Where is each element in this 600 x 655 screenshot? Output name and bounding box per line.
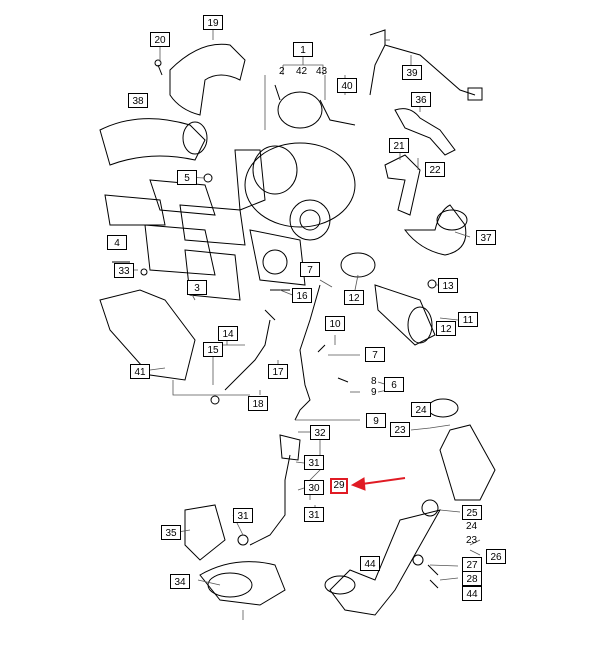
callout-25: 25 bbox=[462, 505, 482, 520]
callout-4: 4 bbox=[107, 235, 127, 250]
callout-42: 42 bbox=[296, 66, 308, 77]
heat-shield-part bbox=[169, 43, 246, 116]
callout-44a: 44 bbox=[360, 556, 380, 571]
callout-11: 11 bbox=[458, 312, 478, 327]
callout-29-highlighted: 29 bbox=[330, 478, 348, 494]
callout-22: 22 bbox=[425, 162, 445, 177]
callout-26: 26 bbox=[486, 549, 506, 564]
callout-19: 19 bbox=[203, 15, 223, 30]
gasket-ring-part bbox=[340, 252, 376, 278]
callout-30: 30 bbox=[304, 480, 324, 495]
turbo-flange-part bbox=[249, 229, 306, 286]
callout-39: 39 bbox=[402, 65, 422, 80]
bracket-part bbox=[384, 154, 421, 216]
callout-6: 6 bbox=[384, 377, 404, 392]
callout-33: 33 bbox=[114, 263, 134, 278]
callout-14: 14 bbox=[218, 326, 238, 341]
elbow-pipe-part bbox=[403, 204, 467, 256]
callout-23b: 23 bbox=[466, 535, 478, 546]
mount-bracket-part bbox=[99, 289, 196, 381]
callout-37: 37 bbox=[476, 230, 496, 245]
callout-31c: 31 bbox=[233, 508, 253, 523]
callout-1: 1 bbox=[293, 42, 313, 57]
callout-12a: 12 bbox=[344, 290, 364, 305]
callout-32: 32 bbox=[310, 425, 330, 440]
callout-44b: 44 bbox=[462, 586, 482, 601]
callout-5: 5 bbox=[177, 170, 197, 185]
callout-9b: 9 bbox=[366, 413, 386, 428]
callout-17: 17 bbox=[268, 364, 288, 379]
charge-hose-part bbox=[439, 424, 496, 501]
intake-pipe-part bbox=[99, 118, 206, 166]
callout-12b: 12 bbox=[436, 321, 456, 336]
callout-28: 28 bbox=[462, 571, 482, 586]
thermostat-housing-part bbox=[184, 504, 226, 561]
callout-35: 35 bbox=[161, 525, 181, 540]
pump-part bbox=[199, 561, 286, 606]
turbocharger-part bbox=[244, 142, 356, 228]
callout-13: 13 bbox=[438, 278, 458, 293]
callout-16: 16 bbox=[292, 288, 312, 303]
callout-43: 43 bbox=[316, 66, 328, 77]
callout-10: 10 bbox=[325, 316, 345, 331]
callout-40: 40 bbox=[337, 78, 357, 93]
manifold-gasket-part bbox=[149, 179, 216, 216]
callout-8: 8 bbox=[371, 376, 377, 387]
callout-23a: 23 bbox=[390, 422, 410, 437]
callout-31b: 31 bbox=[304, 507, 324, 522]
coolant-hose-part bbox=[249, 454, 291, 546]
callout-31a: 31 bbox=[304, 455, 324, 470]
callout-15: 15 bbox=[203, 342, 223, 357]
callout-20: 20 bbox=[150, 32, 170, 47]
coolant-line-part bbox=[294, 284, 321, 421]
coolant-pipe-36 bbox=[394, 108, 456, 156]
callout-2: 2 bbox=[279, 66, 285, 77]
wastegate-actuator-part bbox=[277, 91, 323, 129]
highlight-arrow bbox=[350, 477, 406, 491]
callout-24a: 24 bbox=[411, 402, 431, 417]
oil-line-part bbox=[224, 319, 271, 391]
callout-7a: 7 bbox=[365, 347, 385, 362]
charge-pipe-44 bbox=[329, 509, 442, 616]
callout-9a: 9 bbox=[371, 387, 377, 398]
callout-7b: 7 bbox=[300, 262, 320, 277]
callout-18: 18 bbox=[248, 396, 268, 411]
intercooler-tube-part bbox=[374, 284, 436, 346]
callout-27: 27 bbox=[462, 557, 482, 572]
callout-38: 38 bbox=[128, 93, 148, 108]
callout-41: 41 bbox=[130, 364, 150, 379]
callout-3: 3 bbox=[187, 280, 207, 295]
callout-24b: 24 bbox=[466, 521, 478, 532]
callout-34: 34 bbox=[170, 574, 190, 589]
callout-36: 36 bbox=[411, 92, 431, 107]
callout-21: 21 bbox=[389, 138, 409, 153]
